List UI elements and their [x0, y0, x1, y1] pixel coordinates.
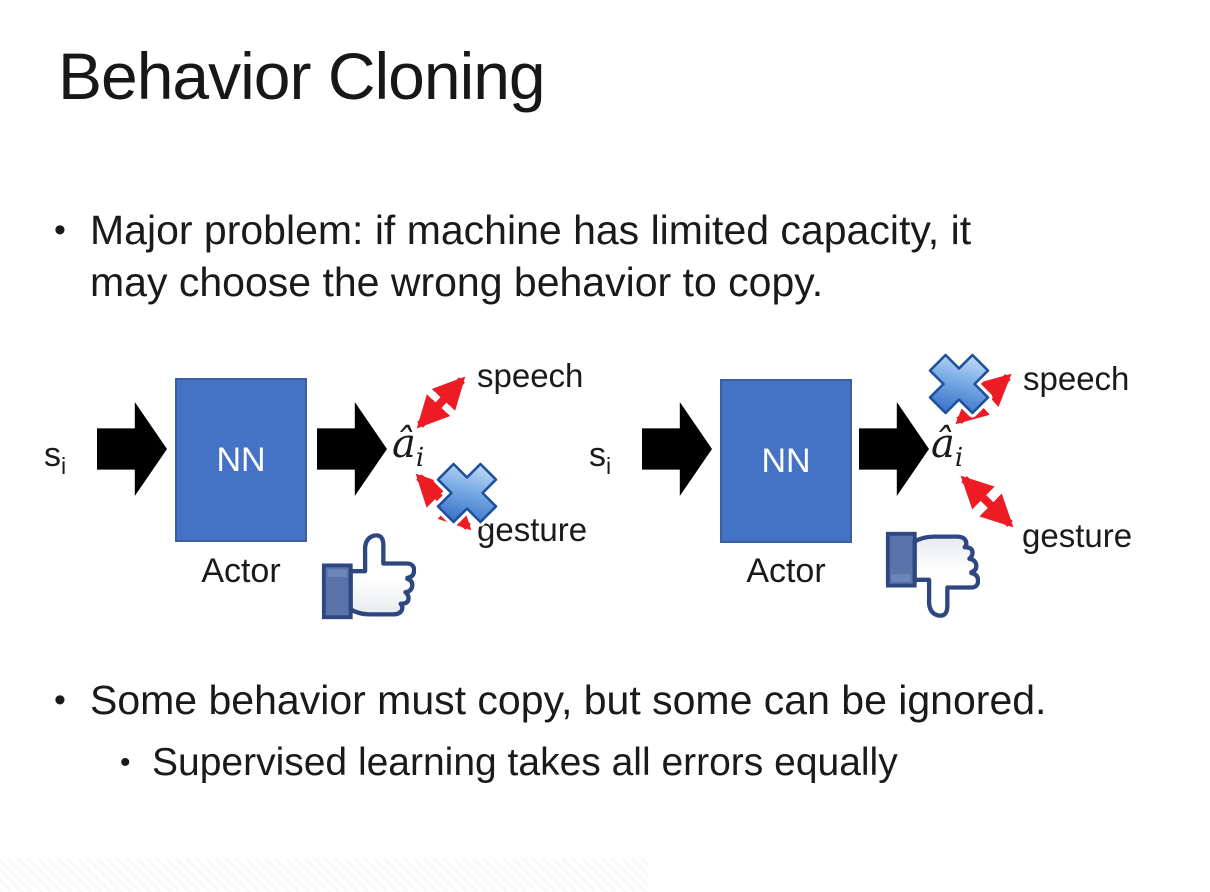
- thumbs-up-icon: [321, 533, 416, 620]
- left-speech-double-arrow-icon: [416, 376, 466, 429]
- left-nn-label: NN: [216, 440, 266, 479]
- bullet-supervised-learning-text: Supervised learning takes all errors equ…: [152, 741, 898, 784]
- left-nn-box: NN: [175, 378, 307, 542]
- right-nn-box: NN: [720, 379, 852, 543]
- left-input-state-label: si: [44, 436, 67, 479]
- right-input-arrow-icon: [642, 402, 712, 496]
- bullet-major-problem-text: Major problem: if machine has limited ca…: [90, 207, 972, 305]
- left-cross-icon: [433, 459, 501, 527]
- bullet-icon: [54, 204, 90, 256]
- bullet-icon: [120, 739, 152, 787]
- background-texture: [0, 858, 648, 892]
- right-gesture-double-arrow-icon: [960, 475, 1014, 528]
- right-speech-label: speech: [1023, 360, 1130, 397]
- bullet-icon: [54, 674, 90, 726]
- thumbs-down-icon: [885, 531, 980, 618]
- bullet-major-problem: Major problem: if machine has limited ca…: [54, 204, 971, 308]
- right-gesture-label: gesture: [1022, 517, 1133, 554]
- page-title: Behavior Cloning: [58, 39, 546, 113]
- right-output-arrow-icon: [859, 402, 929, 496]
- left-input-arrow-icon: [97, 402, 167, 496]
- bullet-some-behavior-text: Some behavior must copy, but some can be…: [90, 677, 1047, 723]
- right-nn-label: NN: [761, 441, 811, 480]
- bullet-some-behavior: Some behavior must copy, but some can be…: [54, 674, 1046, 726]
- right-actor-label: Actor: [746, 552, 826, 590]
- right-output-action-label: âi: [931, 421, 964, 473]
- left-speech-label: speech: [477, 357, 584, 394]
- left-actor-label: Actor: [201, 552, 281, 590]
- right-cross-icon: [925, 350, 993, 418]
- bullet-supervised-learning: Supervised learning takes all errors equ…: [120, 739, 898, 787]
- left-output-arrow-icon: [317, 402, 387, 496]
- right-input-state-label: si: [589, 436, 612, 479]
- left-gesture-label: gesture: [477, 511, 588, 548]
- left-output-action-label: âi: [392, 421, 425, 473]
